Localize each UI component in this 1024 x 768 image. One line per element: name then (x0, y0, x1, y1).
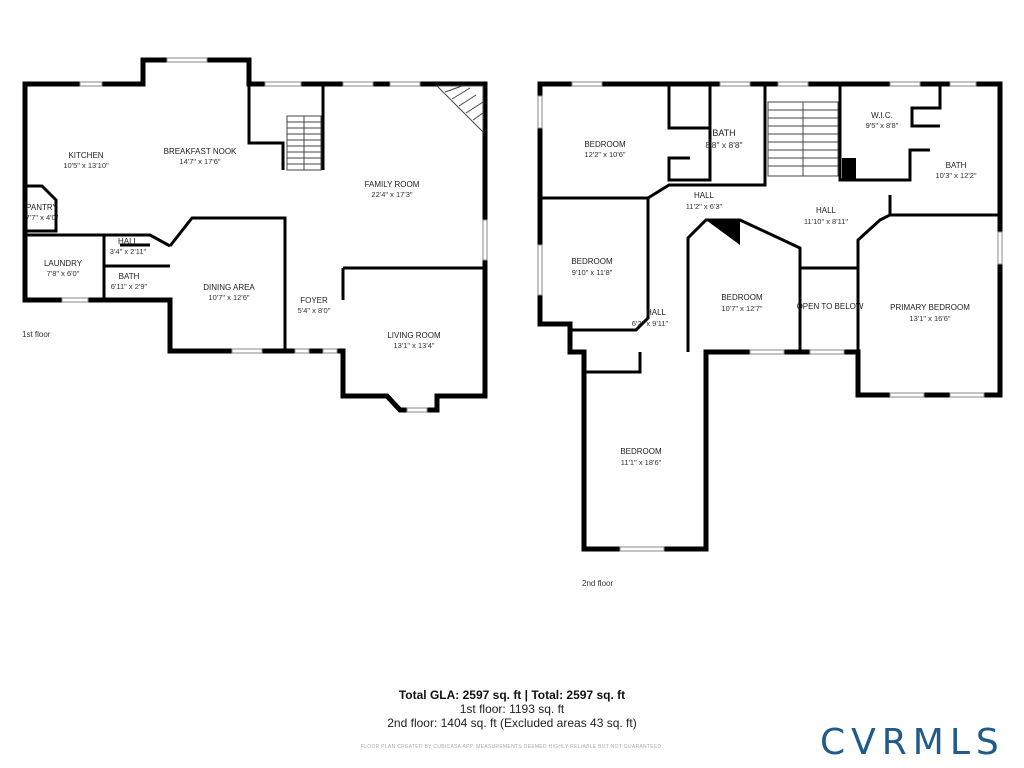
hall-wall (90, 233, 171, 248)
second-floor-label: 2nd floor (582, 579, 613, 588)
room-name-living-room: LIVING ROOM (387, 331, 441, 340)
room-dims-bedroom-2: 9'10" x 11'8" (572, 268, 613, 277)
room-dims-pantry: 7'7" x 4'0" (26, 213, 59, 222)
window (997, 231, 1003, 265)
window (231, 348, 263, 354)
room-name-open-to-below: OPEN TO BELOW (797, 302, 864, 311)
hall-1-wall (647, 86, 767, 200)
stairs-first-floor (286, 115, 322, 171)
room-name-kitchen: KITCHEN (68, 151, 103, 160)
room-name-bedroom-1: BEDROOM (584, 140, 626, 149)
room-dims-laundry: 7'8" x 6'0" (47, 269, 80, 278)
bath-1-wall (667, 86, 712, 130)
room-dims-kitchen: 10'5" x 13'10" (63, 161, 109, 170)
floor-plan: 1st floor KITCHEN 10'5" x 13'10" BREAKFA… (22, 57, 1003, 588)
first-floor-area: 1st floor: 1193 sq. ft (459, 702, 565, 716)
window (389, 81, 421, 87)
area-summary: Total GLA: 2597 sq. ft | Total: 2597 sq.… (0, 688, 1024, 730)
room-dims-bath-2: 10'3" x 12'2" (935, 171, 976, 180)
room-dims-bath-1: 8'8" x 8'8" (705, 140, 742, 150)
window (537, 244, 543, 296)
room-dims-primary-bedroom: 13'1" x 16'6" (909, 314, 950, 323)
disclaimer: FLOOR PLAN CREATED BY CUBICASA APP. MEAS… (360, 744, 664, 750)
room-name-bath-2: BATH (946, 161, 967, 170)
room-name-hall-1: HALL (694, 191, 715, 200)
window (166, 57, 208, 63)
window (949, 392, 985, 398)
room-name-bath-1: BATH (712, 128, 735, 138)
room-dims-hall-2: 11'10" x 8'11" (804, 217, 849, 226)
room-name-bedroom-3: BEDROOM (721, 293, 763, 302)
room-dims-bath: 6'11" x 2'9" (111, 282, 148, 291)
room-dims-hall: 3'4" x 2'11" (110, 247, 147, 256)
bath-2-wall (910, 86, 942, 128)
window (79, 81, 103, 87)
room-dims-dining-area: 10'7" x 12'6" (208, 293, 249, 302)
room-name-bedroom-2: BEDROOM (571, 257, 613, 266)
room-dims-breakfast-nook: 14'7" x 17'6" (179, 157, 220, 166)
window (342, 81, 374, 87)
room-name-wic: W.I.C. (871, 111, 893, 120)
pantry-wall (25, 184, 58, 233)
stairs-corner (435, 85, 484, 134)
room-dims-living-room: 13'1" x 13'4" (393, 341, 434, 350)
logo-text: CVRMLS (820, 722, 1005, 763)
room-name-hall-3: HALL (646, 308, 667, 317)
room-name-bath: BATH (119, 272, 140, 281)
room-name-family-room: FAMILY ROOM (365, 180, 420, 189)
room-name-foyer: FOYER (300, 296, 328, 305)
window (294, 348, 310, 354)
bedroom-3-wall (686, 218, 802, 352)
window (719, 81, 751, 87)
room-name-dining-area: DINING AREA (203, 283, 255, 292)
room-dims-hall-3: 6'2" x 9'11" (632, 319, 669, 328)
window (482, 219, 488, 261)
first-floor-plan: 1st floor KITCHEN 10'5" x 13'10" BREAKFA… (22, 57, 488, 413)
room-dims-bedroom-3: 10'7" x 12'7" (721, 304, 762, 313)
primary-bedroom-wall (856, 213, 891, 352)
window (322, 348, 338, 354)
room-dims-family-room: 22'4" x 17'3" (371, 190, 412, 199)
total-area: Total GLA: 2597 sq. ft | Total: 2597 sq.… (398, 688, 626, 702)
window (537, 95, 543, 129)
stair-wall (247, 84, 285, 170)
window (264, 81, 302, 87)
window (889, 392, 925, 398)
room-name-primary-bedroom: PRIMARY BEDROOM (890, 303, 970, 312)
wic-bottom-wall (840, 148, 930, 182)
second-floor-area: 2nd floor: 1404 sq. ft (Excluded areas 4… (387, 716, 637, 730)
window (889, 81, 921, 87)
window (749, 349, 785, 355)
room-name-bedroom-4: BEDROOM (620, 447, 662, 456)
room-dims-bedroom-4: 11'1" x 18'6" (621, 458, 662, 467)
window (777, 81, 809, 87)
cvrmls-logo: CVRMLS (820, 722, 1005, 763)
room-dims-foyer: 5'4" x 8'0" (298, 306, 331, 315)
room-name-pantry: PANTRY (26, 203, 58, 212)
room-name-hall: HALL (118, 237, 139, 246)
window (61, 297, 89, 303)
second-floor-plan: 2nd floor BEDROOM 12'2" x 10'6" BATH 8'8… (537, 81, 1003, 588)
window (949, 81, 977, 87)
room-name-hall-2: HALL (816, 206, 837, 215)
window (809, 349, 845, 355)
room-dims-wic: 9'5" x 8'8" (866, 121, 899, 130)
column-block (842, 158, 856, 180)
bath-2-bottom-wall (888, 195, 1000, 217)
stairs-second-floor (767, 101, 839, 177)
bedroom-4-top-wall (584, 352, 642, 374)
room-name-breakfast-nook: BREAKFAST NOOK (164, 147, 237, 156)
room-dims-hall-1: 11'2" x 6'3" (686, 202, 723, 211)
window (619, 546, 665, 552)
window (406, 407, 428, 413)
first-floor-label: 1st floor (22, 330, 51, 339)
window (571, 81, 603, 87)
bath-1-right-wall (667, 86, 712, 182)
chimney-block (706, 220, 740, 245)
room-name-laundry: LAUNDRY (44, 259, 83, 268)
room-dims-bedroom-1: 12'2" x 10'6" (584, 150, 625, 159)
dining-wall (168, 216, 287, 351)
second-floor-outer-wall (537, 81, 1003, 552)
